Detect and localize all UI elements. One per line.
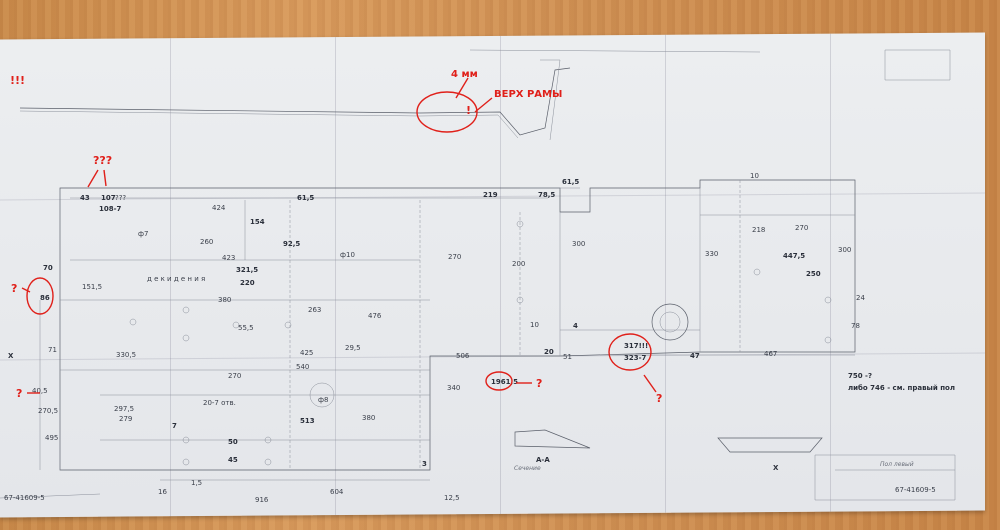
dimension-label: 220 (240, 279, 255, 287)
question-annotation: ? (536, 377, 542, 390)
dimension-label: 270 (795, 224, 808, 232)
dimension-label: 24 (856, 294, 865, 302)
dimension-label: 108-7 (99, 205, 122, 213)
dimension-label: 513 (300, 417, 315, 425)
dimension-label: 1,5 (191, 479, 202, 487)
dimension-label: 45 (228, 456, 238, 464)
dimension-label: 321,5 (236, 266, 258, 274)
question-annotation: ? (656, 392, 662, 405)
dimension-label: либо 746 - см. правый пол (848, 384, 955, 392)
dimension-label: 300 (572, 240, 585, 248)
dimension-label: 3 (422, 460, 427, 468)
dimension-label: 92,5 (283, 240, 300, 248)
section-views (0, 429, 956, 501)
dimension-label: 86 (40, 294, 50, 302)
dimension-label: 7 (172, 422, 177, 430)
dimension-label: ф7 (138, 230, 148, 238)
panel-outline (59, 179, 856, 471)
dimension-label: 40,5 (32, 387, 48, 395)
dimension-label: 495 (45, 434, 58, 442)
part-number: 67-41609-5 (895, 486, 936, 494)
dimension-lines (39, 187, 701, 481)
exclaim-annotation: ! (466, 104, 471, 117)
dimension-label: 323-7 (624, 354, 647, 362)
frame-profile (19, 49, 951, 141)
dimension-label: 61,5 (297, 194, 314, 202)
dimension-label: 330,5 (116, 351, 136, 359)
dimension-label: 70 (43, 264, 53, 272)
dimension-label: 540 (296, 363, 309, 371)
dimension-label: 151,5 (82, 283, 102, 291)
dimension-label: 78,5 (538, 191, 555, 199)
dimension-label: 279 (119, 415, 132, 423)
dimension-label: 916 (255, 496, 269, 504)
dimension-label: 71 (48, 346, 57, 354)
frame-top-annotation: ВЕРХ РАМЫ (494, 89, 562, 100)
dimension-label: 750 -? (848, 372, 872, 380)
view-label-x: X (8, 352, 14, 360)
dimension-label: 447,5 (783, 252, 805, 260)
red-markup (21, 77, 657, 394)
dimension-label: 300 (838, 246, 851, 254)
dimension-label: 154 (250, 218, 265, 226)
section-label: A-A (536, 456, 550, 464)
dimension-label: 219 (483, 191, 498, 199)
dimension-label: 476 (368, 312, 382, 320)
dimension-label: ??? (115, 194, 126, 202)
dimension-label: 20 (544, 348, 554, 356)
question-annotation: ? (11, 282, 17, 295)
dimension-label: 10 (530, 321, 539, 329)
dimension-label: 270,5 (38, 407, 58, 415)
dimension-label: 604 (330, 488, 344, 496)
dimension-label: 55,5 (238, 324, 254, 332)
part-number-left: 67-41609-5 (4, 494, 45, 502)
dimension-label: 317!!! (624, 342, 648, 350)
question-annotation: ? (16, 387, 22, 400)
dimension-label: 467 (764, 350, 777, 358)
exclaim-annotation: !!! (10, 74, 25, 87)
dimension-label: 20-7 отв. (203, 399, 236, 407)
dimension-label: 10 (750, 172, 759, 180)
dimension-label: 297,5 (114, 405, 134, 413)
dimension-label: 270 (448, 253, 461, 261)
dimension-label: 50 (228, 438, 238, 446)
dimension-label: д е к и д е н и я (147, 275, 205, 283)
round-hole (309, 303, 689, 408)
dimension-label: 29,5 (345, 344, 361, 352)
dimension-label: 200 (512, 260, 525, 268)
dimension-label: 380 (218, 296, 231, 304)
small-holes (129, 220, 832, 466)
dimension-label: 424 (212, 204, 226, 212)
question-annotation: ??? (93, 154, 112, 167)
dimension-label: ф10 (340, 251, 355, 259)
dimension-label: 260 (200, 238, 213, 246)
dimension-label: 43 (80, 194, 90, 202)
dimension-label: 340 (447, 384, 460, 392)
section-word: Сечение (514, 465, 541, 472)
dimension-label: 4 (573, 322, 578, 330)
dimension-label: 263 (308, 306, 321, 314)
dimension-label: 423 (222, 254, 235, 262)
dimension-label: 12,5 (444, 494, 460, 502)
dimension-label: ф8 (318, 396, 328, 404)
dimension-label: 51 (563, 353, 572, 361)
view-label-x: X (773, 464, 779, 472)
dimension-label: 270 (228, 372, 241, 380)
dimension-label: 47 (690, 352, 700, 360)
dimension-label: 1961,5 (491, 378, 518, 386)
part-title: Пол левый (880, 461, 914, 468)
dimension-label: 506 (456, 352, 470, 360)
dimension-label: 425 (300, 349, 313, 357)
dimension-label: 330 (705, 250, 718, 258)
dimension-label: 61,5 (562, 178, 579, 186)
dimension-label: 250 (806, 270, 821, 278)
dimension-label: 78 (851, 322, 860, 330)
dimension-label: 218 (752, 226, 765, 234)
dimension-label: 16 (158, 488, 167, 496)
thickness-annotation: 4 мм (451, 69, 478, 80)
dimension-label: 107 (101, 194, 116, 202)
dimension-label: 380 (362, 414, 375, 422)
